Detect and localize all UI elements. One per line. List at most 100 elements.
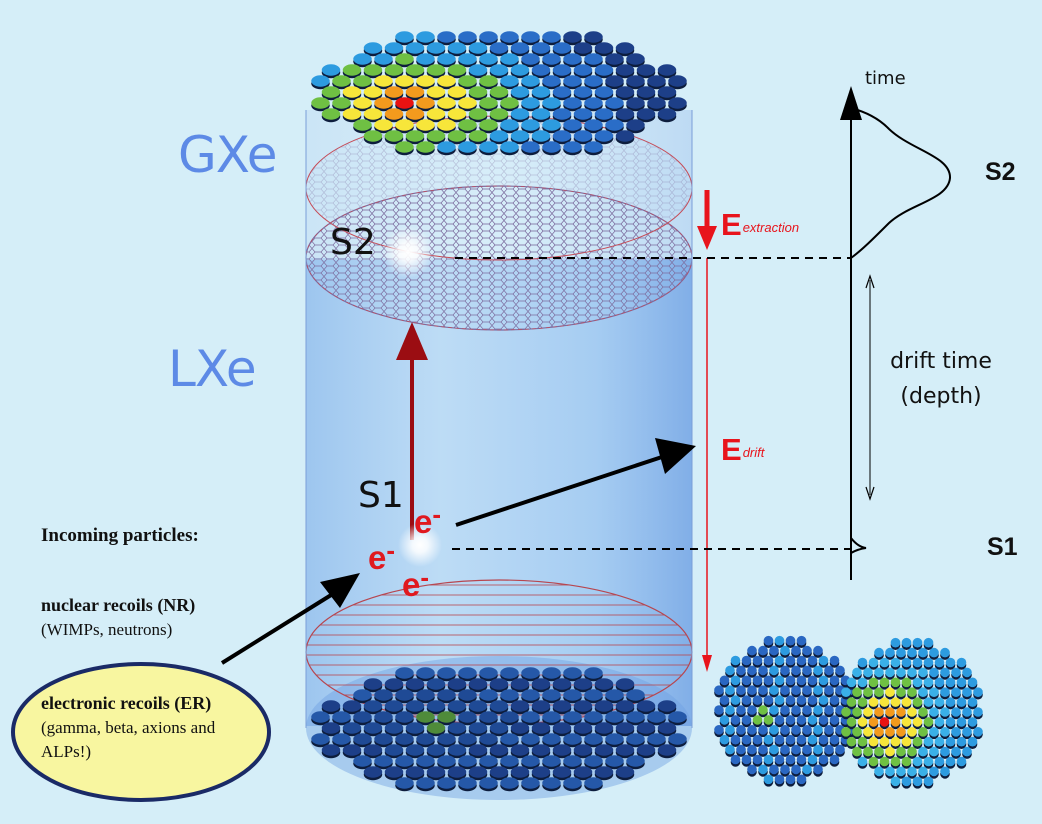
pmt: [500, 75, 519, 87]
hitmap-pmt: [918, 727, 928, 737]
er-line1: (gamma, beta, axions and: [41, 718, 216, 737]
pmt: [500, 711, 519, 723]
pmt: [584, 141, 603, 153]
pmt: [594, 86, 614, 98]
pmt: [468, 678, 488, 690]
hitmap-pmt: [929, 727, 939, 737]
pmt: [342, 700, 362, 712]
pmt: [363, 766, 383, 778]
pmt: [531, 766, 551, 778]
pmt: [531, 722, 551, 734]
pmt: [437, 31, 456, 43]
pmt: [636, 722, 656, 734]
pmt: [353, 97, 372, 109]
hitmap-pmt: [785, 695, 796, 705]
pmt: [594, 678, 614, 690]
pmt: [426, 86, 446, 98]
pmt: [342, 722, 362, 734]
hitmap-pmt: [940, 647, 950, 658]
pmt: [384, 86, 404, 98]
pmt: [426, 766, 446, 778]
pmt: [626, 755, 645, 767]
pmt: [468, 86, 488, 98]
hitmap-pmt: [813, 705, 823, 715]
pmt: [521, 119, 540, 131]
hitmap-pmt: [763, 774, 774, 785]
pmt: [500, 733, 519, 745]
hitmap-pmt: [901, 776, 912, 787]
hitmap-pmt: [929, 667, 939, 678]
hitmap-pmt: [736, 744, 746, 755]
pmt: [458, 777, 477, 789]
hitmap-pmt: [929, 707, 939, 717]
pmt: [657, 700, 677, 712]
pmt: [605, 53, 624, 65]
pmt: [384, 722, 404, 734]
pmt: [395, 31, 414, 43]
hitmap-pmt: [741, 695, 752, 705]
pmt: [657, 64, 677, 76]
pmt: [479, 75, 498, 87]
pmt: [531, 700, 551, 712]
hitmap-pmt: [719, 734, 730, 745]
hitmap-pmt: [846, 697, 857, 707]
pmt: [363, 678, 383, 690]
pmt: [594, 722, 614, 734]
pmt: [458, 119, 477, 131]
pmt: [437, 53, 456, 65]
pmt: [552, 86, 572, 98]
pmt: [489, 722, 509, 734]
hitmap-pmt: [752, 754, 763, 765]
pmt: [321, 722, 341, 734]
pmt: [626, 75, 645, 87]
pmt: [510, 108, 530, 120]
pmt: [668, 711, 687, 723]
pmt: [353, 53, 372, 65]
hitmap-pmt: [929, 766, 939, 777]
pmt: [510, 700, 530, 712]
hitmap-pmt: [791, 705, 801, 715]
pmt: [521, 53, 540, 65]
hitmap-pmt: [752, 695, 763, 705]
pmt: [405, 130, 425, 142]
pmt: [489, 108, 509, 120]
hitmap-pmt: [951, 707, 961, 717]
hitmap-pmt: [940, 766, 950, 777]
hitmap-pmt: [807, 675, 818, 686]
hitmap-pmt: [868, 657, 879, 668]
hitmap-pmt: [956, 717, 967, 727]
pmt: [426, 42, 446, 54]
pmt: [500, 689, 519, 701]
hitmap-pmt: [752, 734, 763, 745]
drift-field-arrow: [702, 258, 712, 672]
hitmap-pmt: [774, 774, 785, 785]
liquid-phase-label: LXe: [168, 340, 257, 398]
hitmap-pmt: [885, 727, 895, 737]
pmt: [584, 119, 603, 131]
pmt: [657, 744, 677, 756]
pmt: [615, 700, 635, 712]
pmt: [374, 119, 393, 131]
pmt: [573, 722, 593, 734]
hitmap-pmt: [896, 687, 906, 697]
hitmap-pmt: [747, 665, 757, 676]
hitmap-pmt: [758, 705, 768, 715]
hitmap-pmt: [780, 744, 790, 755]
hitmap-pmt: [807, 695, 818, 705]
pmt: [542, 53, 561, 65]
pmt: [563, 755, 582, 767]
hitmap-pmt: [796, 655, 807, 666]
hitmap-pmt: [747, 685, 757, 695]
hitmap-pmt: [940, 687, 950, 697]
pmt: [374, 97, 393, 109]
hitmap-pmt: [956, 657, 967, 668]
pmt: [384, 766, 404, 778]
hitmap-pmt: [962, 707, 972, 717]
hitmap-pmt: [901, 756, 912, 767]
hitmap-pmt: [934, 657, 945, 668]
hitmap-pmt: [785, 774, 796, 785]
pmt: [542, 31, 561, 43]
pmt: [500, 53, 519, 65]
pmt: [416, 53, 435, 65]
hitmap-pmt: [890, 677, 901, 688]
